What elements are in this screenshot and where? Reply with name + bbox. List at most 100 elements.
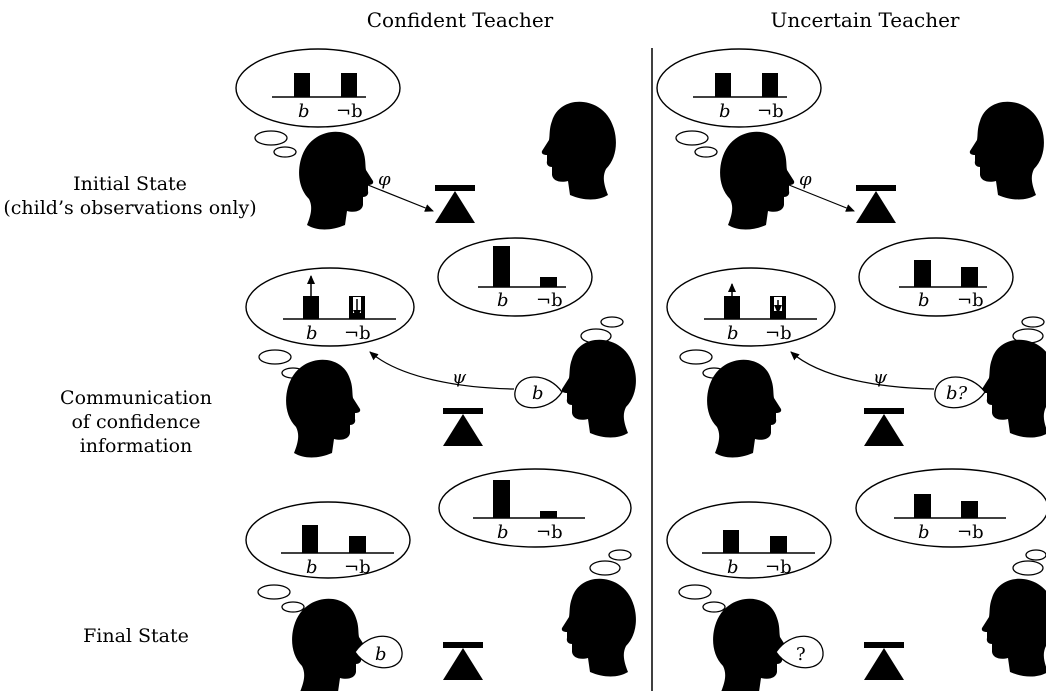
thought-bubble-tiny <box>608 549 632 561</box>
thought-bubble-tiny <box>1021 316 1045 328</box>
phi-label: φ <box>799 169 812 190</box>
label-b: b <box>497 290 509 311</box>
uncertain-comm-child-thought: b ¬b <box>666 267 836 347</box>
thought-bubble-small <box>257 584 291 600</box>
row-label-initial-state-sub: (child’s observations only) <box>3 197 256 219</box>
bar-not-b <box>540 277 557 287</box>
child-head-icon <box>299 131 374 230</box>
child-head-icon <box>713 598 788 691</box>
psi-label: ψ <box>452 367 467 388</box>
teacher-speech-bubble: b? <box>934 376 986 409</box>
label-b: b <box>298 101 310 122</box>
bar-b <box>914 494 931 518</box>
uncertain-final-child-thought: b ¬b <box>666 501 832 579</box>
bar-b <box>294 73 310 97</box>
thought-bubble-tiny <box>281 601 305 613</box>
bar-b <box>493 246 510 287</box>
confident-final-teacher-thought: b ¬b <box>438 468 632 548</box>
uncertain-final-teacher-thought: b ¬b <box>855 468 1046 548</box>
label-b: b <box>918 290 930 311</box>
uncertain-comm-teacher-thought: b ¬b <box>858 237 1014 317</box>
label-b: b <box>727 557 739 578</box>
label-not-b: ¬b <box>765 323 792 344</box>
thought-bubble-small <box>589 560 621 576</box>
label-not-b: ¬b <box>336 101 363 122</box>
psi-label: ψ <box>873 367 888 388</box>
speech-b-question: b? <box>946 383 968 404</box>
teacher-head-icon <box>541 101 616 200</box>
bar-b <box>493 480 510 518</box>
label-not-b: ¬b <box>344 323 371 344</box>
label-not-b: ¬b <box>536 522 563 543</box>
teacher-head-icon <box>969 101 1044 200</box>
observation-arrow <box>768 176 855 212</box>
bar-b <box>303 296 319 319</box>
label-b: b <box>918 522 930 543</box>
confident-comm-child-thought: b ¬b <box>245 267 415 347</box>
bar-not-b <box>770 536 787 553</box>
speech-b: b <box>532 383 544 404</box>
label-not-b: ¬b <box>536 290 563 311</box>
teacher-head-icon <box>561 578 636 677</box>
child-speech-bubble: ? <box>775 635 824 669</box>
thought-bubble-small <box>678 584 712 600</box>
header-uncertain-teacher: Uncertain Teacher <box>771 8 960 32</box>
label-b: b <box>719 101 731 122</box>
confident-comm-teacher-thought: b ¬b <box>437 237 593 317</box>
bar-not-b <box>961 267 978 287</box>
confident-final-child-thought: b ¬b <box>245 501 411 579</box>
bar-not-b <box>341 73 357 97</box>
row-label-communication: Communication <box>60 387 212 409</box>
speech-question: ? <box>796 644 806 665</box>
phi-label: φ <box>378 169 391 190</box>
child-head-icon <box>292 598 367 691</box>
confident-initial-child-thought: b ¬b <box>235 48 401 128</box>
thought-bubble-small <box>679 349 713 365</box>
label-not-b: ¬b <box>957 290 984 311</box>
bar-not-b <box>540 511 557 518</box>
label-b: b <box>497 522 509 543</box>
label-not-b: ¬b <box>757 101 784 122</box>
scale-icon <box>864 642 904 680</box>
thought-bubble-tiny <box>600 316 624 328</box>
label-b: b <box>727 323 739 344</box>
communication-arrow <box>790 351 935 390</box>
thought-bubble-small <box>254 130 288 146</box>
label-b: b <box>306 323 318 344</box>
child-speech-bubble: b <box>354 635 403 669</box>
child-head-icon <box>707 359 782 458</box>
thought-bubble-tiny <box>694 146 718 158</box>
child-head-icon <box>286 359 361 458</box>
row-label-initial-state: Initial State <box>73 173 187 195</box>
scale-icon <box>856 185 896 223</box>
thought-bubble-small <box>258 349 292 365</box>
bar-not-b <box>349 536 366 553</box>
bar-not-b <box>961 501 978 518</box>
row-label-communication-2: of confidence <box>71 411 200 433</box>
bar-b <box>914 260 931 287</box>
label-not-b: ¬b <box>765 557 792 578</box>
communication-arrow <box>369 351 515 390</box>
thought-bubble-tiny <box>1025 549 1046 561</box>
child-head-icon <box>720 131 795 230</box>
scale-icon <box>443 408 483 446</box>
scale-icon <box>443 642 483 680</box>
scale-icon <box>435 185 475 223</box>
label-b: b <box>306 557 318 578</box>
teacher-head-icon <box>981 578 1046 677</box>
bar-b <box>715 73 731 97</box>
thought-bubble-tiny <box>273 146 297 158</box>
bar-b <box>723 530 739 553</box>
teacher-speech-bubble: b <box>514 376 563 409</box>
bar-not-b <box>762 73 778 97</box>
thought-bubble-small <box>675 130 709 146</box>
header-confident-teacher: Confident Teacher <box>367 8 554 32</box>
label-not-b: ¬b <box>344 557 371 578</box>
bar-b <box>724 296 740 319</box>
speech-b: b <box>375 644 387 665</box>
thought-bubble-small <box>1012 560 1044 576</box>
bar-b <box>302 525 318 553</box>
observation-arrow <box>347 176 434 212</box>
teacher-head-icon <box>561 339 636 438</box>
label-not-b: ¬b <box>957 522 984 543</box>
